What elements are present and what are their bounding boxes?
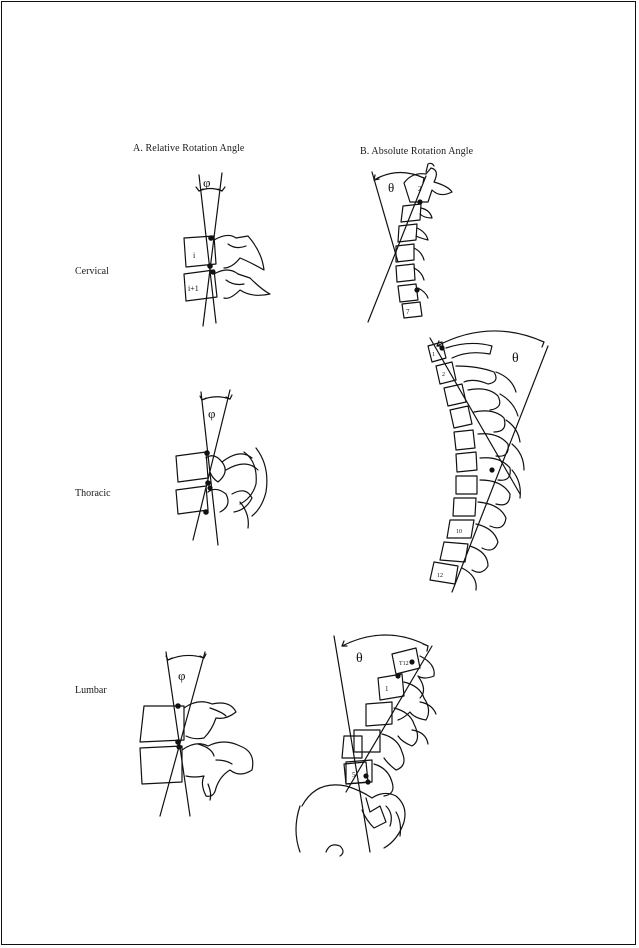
lumbar-absolute-diagram: θ T12 1 5 <box>296 635 436 856</box>
thoracic-absolute-diagram: θ 1 2 10 12 <box>428 331 548 592</box>
vertebra-label-i-plus-1: i+1 <box>188 284 199 293</box>
thoracic-label-10: 10 <box>456 529 462 535</box>
lumbar-label-5: 5 <box>352 771 356 779</box>
vertebra-c7 <box>402 302 422 318</box>
lumbar-label-1: 1 <box>385 685 389 693</box>
lumbar-relative-phi: φ <box>178 668 186 683</box>
thoracic-absolute-arc <box>437 331 544 346</box>
vertebra-label-2: 2 <box>418 185 422 193</box>
cervical-relative-axis-1 <box>199 175 216 323</box>
lumbar-absolute-vertical-axis <box>334 636 370 852</box>
cervical-absolute-diagram: θ 2 7 <box>368 163 452 322</box>
lumbar-vertebra-upper <box>140 706 184 742</box>
cervical-relative-axis-2 <box>203 173 222 326</box>
thoracic-relative-phi: φ <box>208 406 216 421</box>
lumbar-label-t12: T12 <box>399 661 409 667</box>
thoracic-absolute-theta: θ <box>512 351 519 366</box>
vertebra-label-i: i <box>193 251 196 260</box>
thoracic-vertebra-upper <box>176 452 208 482</box>
cervical-absolute-arc <box>374 172 424 180</box>
lumbar-vertebra-lower <box>140 746 182 784</box>
vertebra-l1 <box>378 674 404 700</box>
cervical-relative-diagram: φ i i+1 <box>184 173 270 326</box>
thoracic-label-1: 1 <box>432 352 435 358</box>
thoracic-relative-diagram: φ <box>176 390 267 545</box>
lumbar-relative-diagram: φ <box>140 652 253 816</box>
lumbar-absolute-arc <box>342 635 428 646</box>
cervical-absolute-theta: θ <box>388 180 394 195</box>
lumbar-absolute-theta: θ <box>356 651 363 666</box>
thoracic-label-2: 2 <box>442 372 445 378</box>
thoracic-label-12: 12 <box>437 573 443 579</box>
lumbar-relative-arc <box>168 655 204 660</box>
cervical-relative-phi: φ <box>203 175 211 190</box>
vertebra-label-7: 7 <box>406 308 410 316</box>
